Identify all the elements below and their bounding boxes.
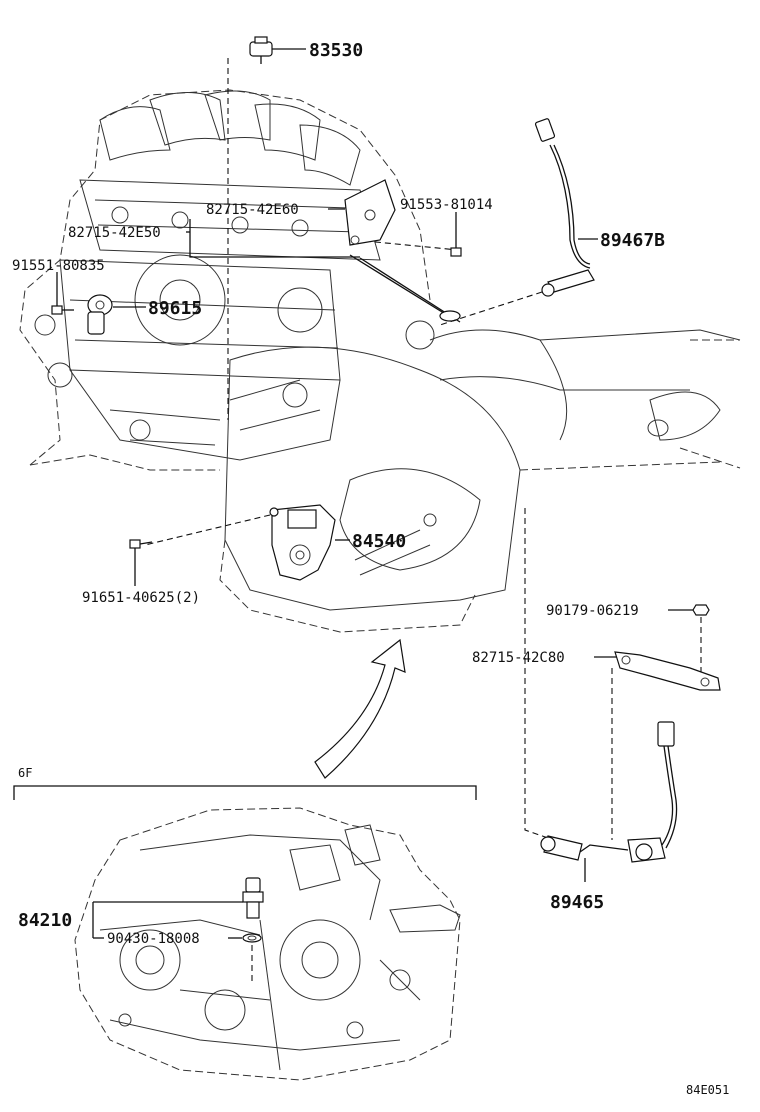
bolt-91551-part (51, 305, 74, 315)
bracket-82715-42c80-part (614, 651, 721, 691)
label-section-6f: 6F (18, 766, 32, 780)
bolt-91553-part (450, 240, 462, 257)
label-89467b: 89467B (600, 230, 665, 251)
guide-line-89465 (524, 508, 549, 839)
bracket-82715-42e60-part (344, 179, 461, 323)
speed-sensor-84210-part (242, 877, 264, 919)
label-91651-40625: 91651-40625(2) (82, 590, 200, 606)
label-82715-42e60: 82715-42E60 (206, 202, 299, 218)
curved-arrow-indicator (314, 638, 406, 779)
o-ring-90430-part (242, 933, 262, 943)
label-82715-42e50: 82715-42E50 (68, 225, 161, 241)
label-89615: 89615 (148, 298, 202, 319)
guide-line-84540 (144, 514, 271, 546)
label-89465: 89465 (550, 892, 604, 913)
label-83530: 83530 (309, 40, 363, 61)
transaxle-6f-illustration (74, 807, 461, 1081)
bracket-line-82715 (189, 219, 360, 258)
neutral-start-switch-84540-part (269, 504, 336, 581)
label-84210: 84210 (18, 910, 72, 931)
diagram-code: 84E051 (686, 1083, 729, 1097)
label-91551-80835: 91551-80835 (12, 258, 105, 274)
oxygen-sensor-89465-part (540, 721, 678, 863)
section-6f-bracket (13, 785, 477, 800)
knock-sensor-89615-part (87, 294, 113, 335)
engine-assembly-illustration (19, 89, 741, 633)
oil-pressure-switch-part (249, 36, 273, 64)
label-91553-81014: 91553-81014 (400, 197, 493, 213)
guide-line-89467b (439, 291, 543, 326)
oxygen-sensor-89467b-part (534, 118, 595, 297)
label-90179-06219: 90179-06219 (546, 603, 639, 619)
label-90430-18008: 90430-18008 (107, 931, 200, 947)
nut-90179-part (692, 604, 710, 616)
label-82715-42c80: 82715-42C80 (472, 650, 565, 666)
guide-line-91553 (354, 239, 459, 251)
label-84540: 84540 (352, 531, 406, 552)
